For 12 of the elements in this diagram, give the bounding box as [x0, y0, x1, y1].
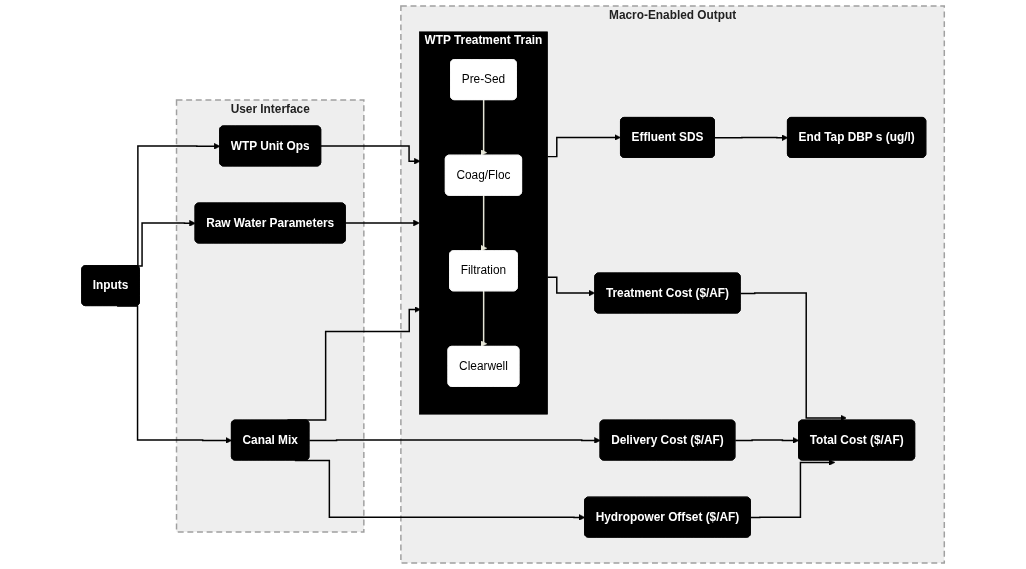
arrow	[546, 134, 621, 158]
arrow	[739, 292, 847, 422]
arrow	[480, 290, 488, 348]
arrow	[319, 145, 421, 165]
arrow	[714, 134, 789, 141]
arrow	[734, 437, 800, 444]
arrow	[750, 459, 836, 519]
arrow	[308, 437, 601, 444]
arrow	[344, 219, 420, 227]
arrow	[480, 99, 488, 156]
arrow	[480, 194, 488, 252]
arrow	[546, 276, 596, 297]
